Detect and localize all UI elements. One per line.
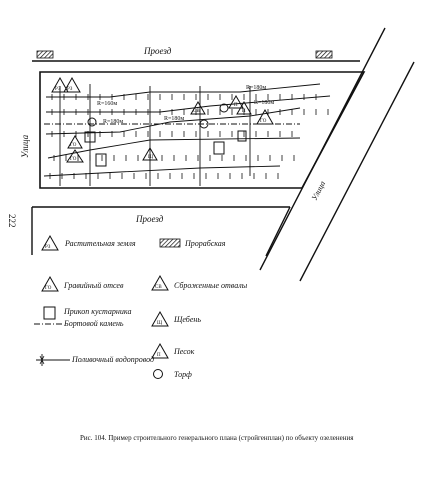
svg-text:ГО: ГО bbox=[70, 157, 77, 162]
pipe-ticks bbox=[49, 94, 329, 179]
top-left-office bbox=[36, 50, 54, 59]
top-right-office bbox=[315, 50, 333, 59]
svg-text:Щ: Щ bbox=[148, 155, 153, 160]
svg-text:Торф: Торф bbox=[174, 370, 192, 379]
legend-soil: РЗ Растительная земля bbox=[41, 234, 136, 251]
right-street-label: Улица bbox=[310, 179, 327, 201]
rubble-triangle: Щ bbox=[142, 147, 158, 161]
radius-labels: R=180м R=160м R=180м R=180м R=180м bbox=[97, 85, 274, 125]
legend-rubble: Щ Щебень bbox=[151, 310, 201, 327]
plan-triangles: РЗ РЗ ГО ГО Щ СВ П П ГО bbox=[51, 76, 274, 163]
svg-text:ГО: ГО bbox=[260, 119, 267, 124]
right-street: Улица bbox=[259, 27, 415, 282]
svg-text:Щ: Щ bbox=[157, 321, 162, 326]
peat-circle bbox=[199, 119, 209, 129]
gravel-triangle: ГО bbox=[67, 135, 83, 149]
bottom-drive-label: Проезд bbox=[135, 214, 164, 224]
legend: РЗ Растительная земля Прорабская ГО Грав… bbox=[34, 234, 248, 379]
svg-text:ГО: ГО bbox=[45, 286, 52, 291]
water-pipes bbox=[43, 83, 331, 186]
svg-text:П: П bbox=[242, 109, 246, 114]
svg-text:РЗ: РЗ bbox=[45, 245, 51, 250]
legend-peat: Торф bbox=[153, 369, 192, 379]
svg-text:Прикоп кустарника: Прикоп кустарника bbox=[63, 307, 131, 316]
sand-triangle: П bbox=[228, 95, 244, 109]
svg-text:Бортовой камень: Бортовой камень bbox=[63, 319, 124, 328]
legend-sand: П Песок bbox=[151, 342, 195, 359]
top-drive-label: Проезд bbox=[143, 46, 172, 56]
legend-stones: СВ Сброженные отвалы bbox=[151, 274, 248, 291]
left-street-label: Улица bbox=[20, 134, 30, 158]
legend-gravel: ГО Гравийный отсев bbox=[41, 275, 124, 292]
bottom-drive: Проезд bbox=[31, 206, 291, 257]
svg-text:Сброженные отвалы: Сброженные отвалы bbox=[174, 281, 248, 290]
svg-text:ГО: ГО bbox=[70, 143, 77, 148]
radius-label: R=180м bbox=[254, 100, 274, 106]
peat-circle bbox=[87, 117, 97, 127]
shrub-pit bbox=[213, 141, 225, 155]
sand-triangle: П bbox=[236, 101, 252, 115]
peat-circle bbox=[219, 103, 229, 113]
figure-caption: Рис. 104. Пример строительного генеральн… bbox=[80, 434, 354, 442]
svg-text:Песок: Песок bbox=[173, 347, 195, 356]
legend-pipe: Поливочный водопровод bbox=[36, 354, 154, 366]
legend-curb: Бортовой камень bbox=[34, 319, 124, 328]
svg-text:П: П bbox=[234, 103, 238, 108]
radius-label: R=180м bbox=[246, 85, 266, 91]
radius-label: R=160м bbox=[97, 101, 117, 107]
soil-triangle: РЗ bbox=[63, 76, 81, 93]
svg-text:РЗ: РЗ bbox=[55, 87, 61, 92]
main-block: Улица bbox=[20, 71, 366, 189]
page-number: 222 bbox=[7, 214, 17, 228]
svg-text:СВ: СВ bbox=[193, 109, 200, 114]
gravel-triangle: ГО bbox=[256, 108, 274, 125]
radius-label: R=180м bbox=[164, 116, 184, 122]
svg-text:Поливочный водопровод: Поливочный водопровод bbox=[71, 355, 154, 364]
svg-text:Щебень: Щебень bbox=[173, 315, 201, 324]
soil-triangle: РЗ bbox=[51, 76, 69, 93]
svg-text:РЗ: РЗ bbox=[67, 87, 73, 92]
stones-triangle: СВ bbox=[190, 101, 206, 115]
svg-text:Растительная земля: Растительная земля bbox=[64, 239, 136, 248]
svg-text:Прорабская: Прорабская bbox=[184, 239, 226, 248]
shrub-pit bbox=[84, 131, 96, 143]
plan-circles bbox=[87, 103, 229, 129]
legend-shrub: Прикоп кустарника bbox=[43, 306, 131, 320]
shrub-pit bbox=[95, 153, 107, 167]
svg-text:П: П bbox=[157, 353, 161, 358]
svg-text:СВ: СВ bbox=[155, 285, 162, 290]
plan-shrub-pits bbox=[84, 130, 247, 167]
gravel-triangle: ГО bbox=[66, 149, 84, 163]
legend-office: Прорабская bbox=[159, 238, 226, 248]
shrub-pit bbox=[237, 130, 247, 142]
svg-text:Гравийный отсев: Гравийный отсев bbox=[63, 281, 124, 290]
radius-label: R=180м bbox=[103, 119, 123, 125]
top-drive: Проезд bbox=[32, 46, 360, 62]
